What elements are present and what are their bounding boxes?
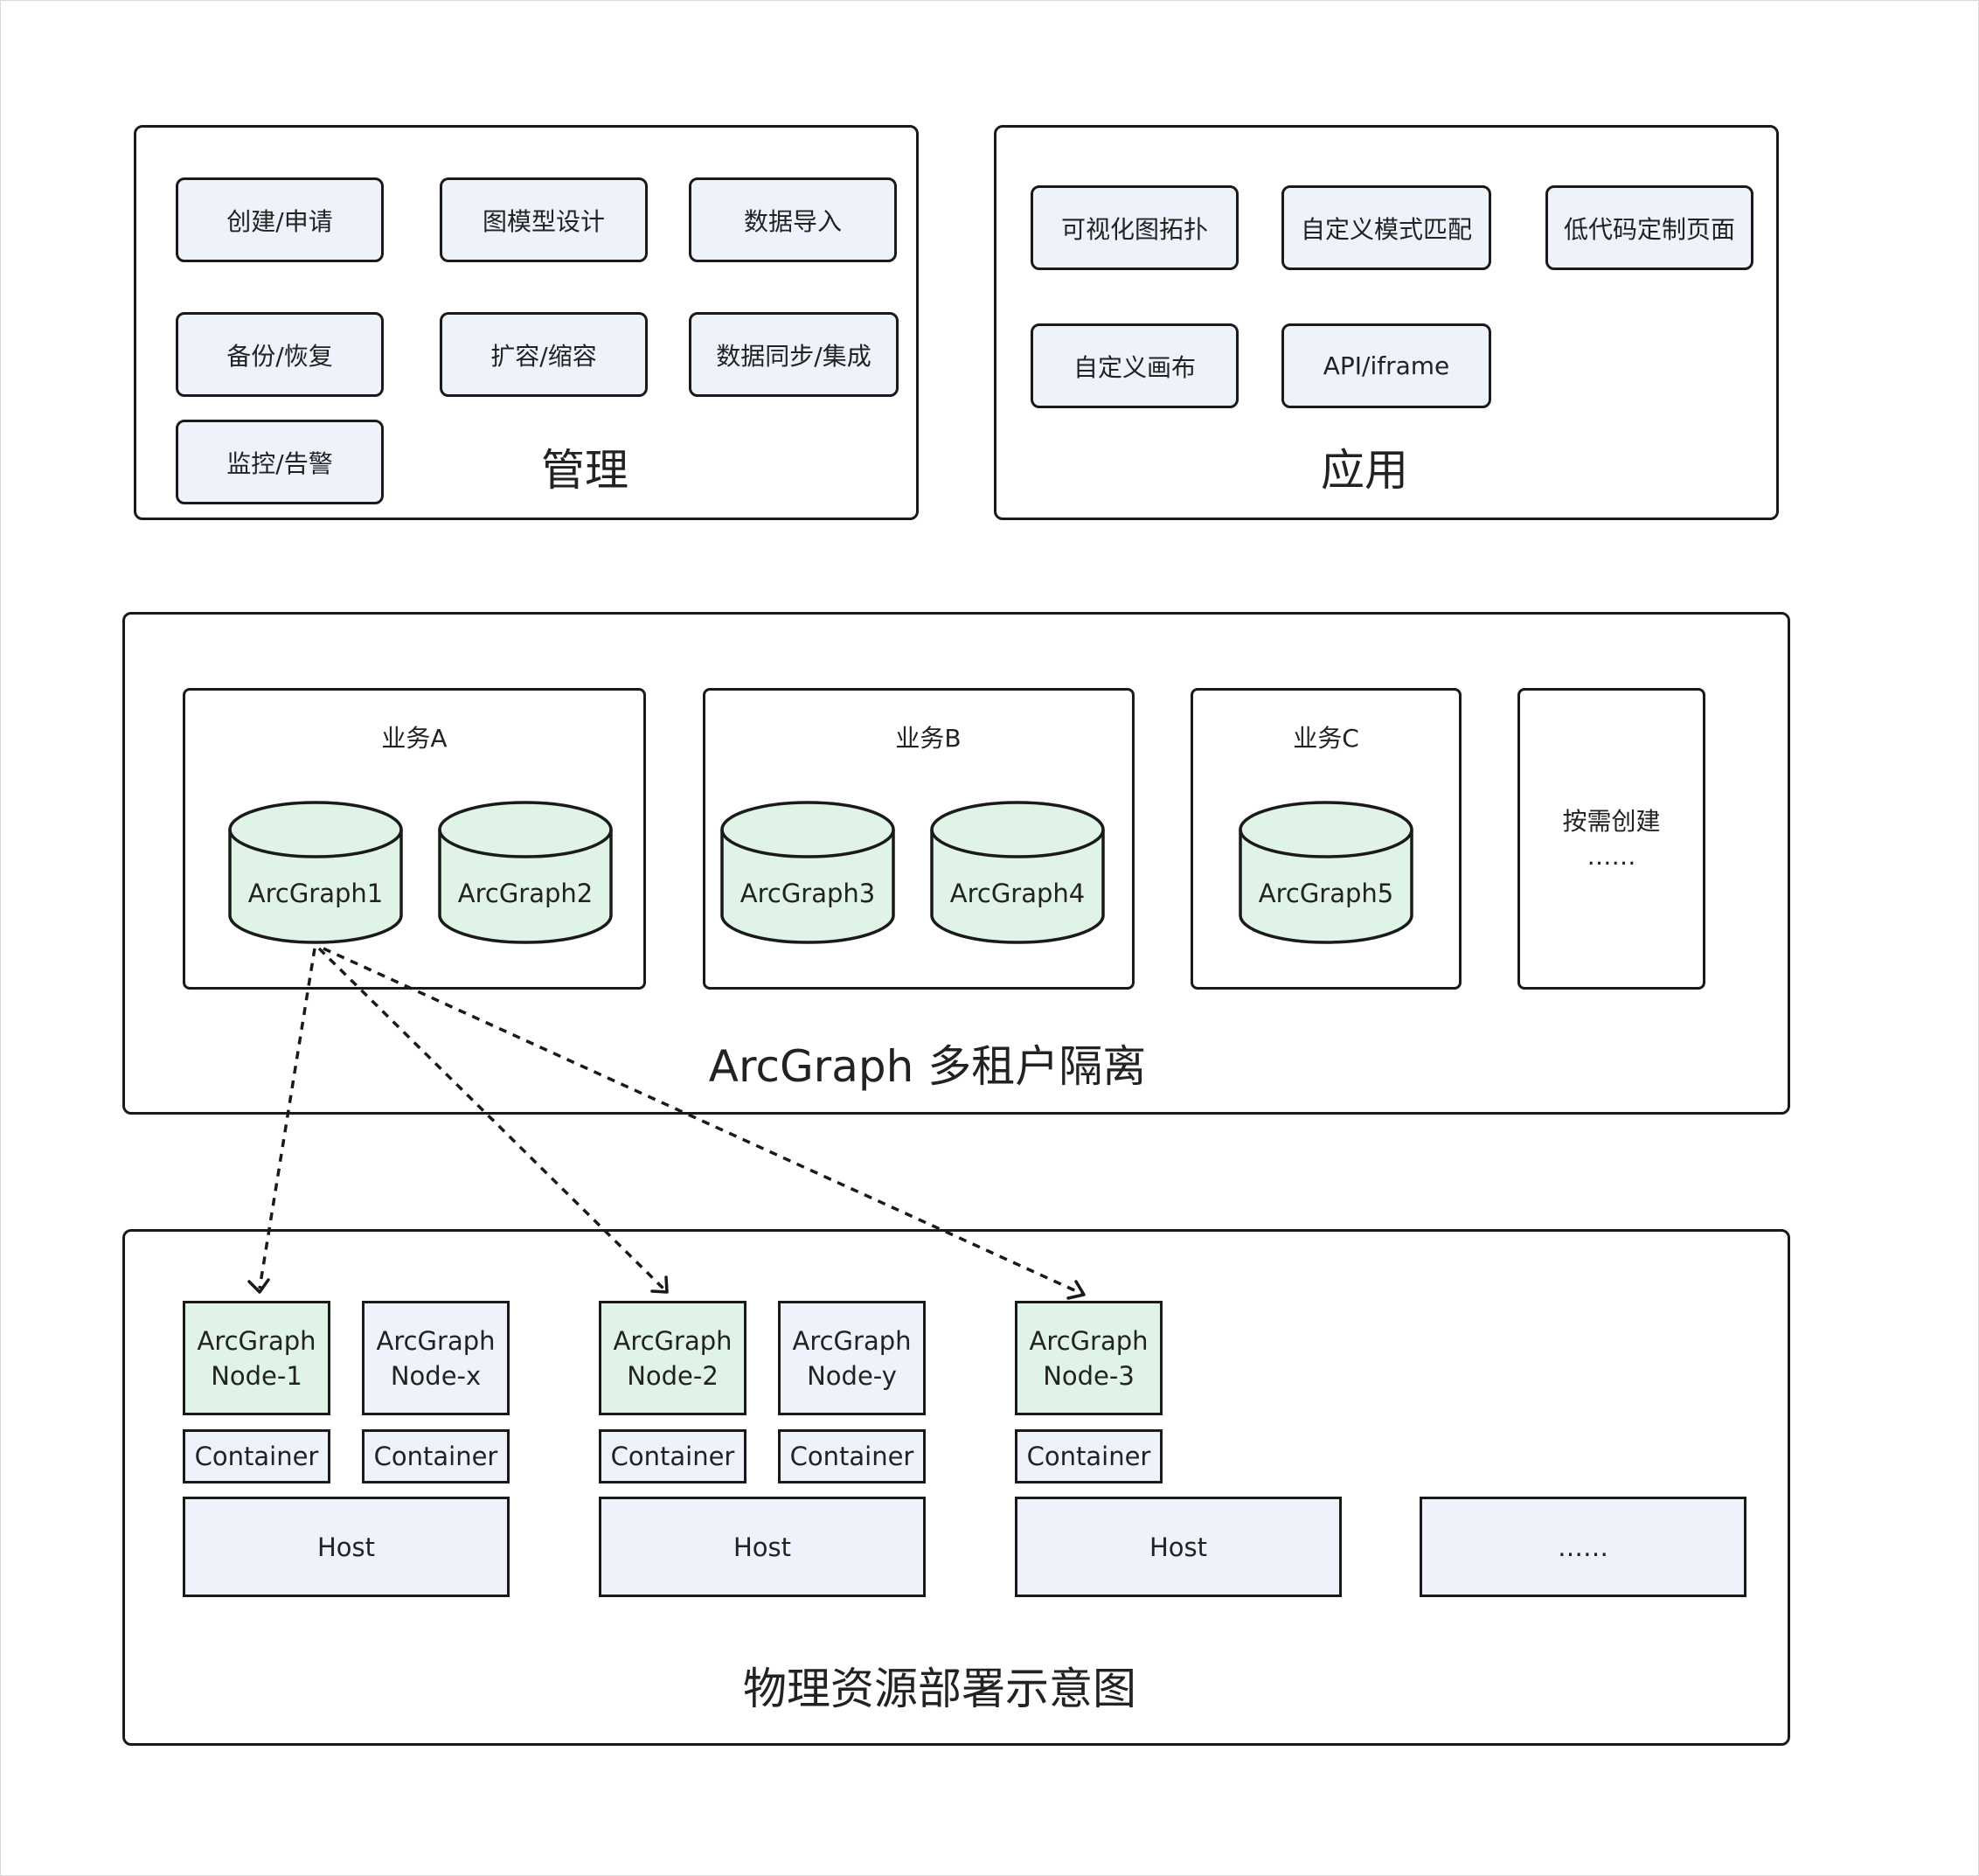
- app-item-lowcode: 低代码定制页面: [1545, 185, 1753, 270]
- graph-db-2-label: ArcGraph2: [457, 879, 594, 908]
- on-demand-label: 按需创建: [1562, 806, 1661, 836]
- node-1: ArcGraph Node-1: [183, 1301, 330, 1415]
- tenancy-title: ArcGraph 多租户隔离: [708, 1041, 1147, 1092]
- mgmt-item-graph-model: 图模型设计: [440, 177, 648, 262]
- cylinder-icon: [930, 801, 1105, 944]
- host-more: ……: [1420, 1497, 1746, 1597]
- node-y: ArcGraph Node-y: [778, 1301, 926, 1415]
- business-b-label: 业务B: [895, 724, 962, 753]
- mgmt-item-backup: 备份/恢复: [176, 312, 384, 397]
- node-x: ArcGraph Node-x: [362, 1301, 510, 1415]
- cylinder-icon: [438, 801, 613, 944]
- host-1: Host: [183, 1497, 510, 1597]
- graph-db-5: ArcGraph5: [1238, 800, 1414, 945]
- graph-db-2: ArcGraph2: [437, 800, 614, 945]
- graph-db-5-label: ArcGraph5: [1258, 879, 1394, 908]
- container-2: Container: [599, 1429, 746, 1483]
- node-2: ArcGraph Node-2: [599, 1301, 746, 1415]
- app-item-api: API/iframe: [1281, 323, 1491, 408]
- graph-db-1-label: ArcGraph1: [247, 879, 384, 908]
- physical-title: 物理资源部署示意图: [743, 1664, 1136, 1714]
- business-a-label: 业务A: [381, 724, 448, 753]
- host-3: Host: [1015, 1497, 1342, 1597]
- mgmt-item-sync: 数据同步/集成: [689, 312, 899, 397]
- container-1: Container: [183, 1429, 330, 1483]
- cylinder-icon: [228, 801, 403, 944]
- business-c-label: 业务C: [1293, 724, 1359, 753]
- app-item-topology: 可视化图拓扑: [1031, 185, 1239, 270]
- mgmt-item-scale: 扩容/缩容: [440, 312, 648, 397]
- mgmt-item-create: 创建/申请: [176, 177, 384, 262]
- graph-db-1: ArcGraph1: [227, 800, 404, 945]
- graph-db-4-label: ArcGraph4: [949, 879, 1086, 908]
- graph-db-3-label: ArcGraph3: [740, 879, 876, 908]
- graph-db-4: ArcGraph4: [929, 800, 1106, 945]
- cylinder-icon: [720, 801, 895, 944]
- mgmt-item-data-import: 数据导入: [689, 177, 897, 262]
- cylinder-icon: [1239, 801, 1413, 944]
- mgmt-item-monitor: 监控/告警: [176, 420, 384, 504]
- host-2: Host: [599, 1497, 926, 1597]
- on-demand-ellipsis: ……: [1587, 841, 1636, 871]
- node-3: ArcGraph Node-3: [1015, 1301, 1163, 1415]
- app-item-pattern-match: 自定义模式匹配: [1281, 185, 1491, 270]
- graph-db-3: ArcGraph3: [719, 800, 896, 945]
- application-title: 应用: [1321, 445, 1408, 496]
- container-y: Container: [778, 1429, 926, 1483]
- management-title: 管理: [541, 445, 628, 496]
- container-3: Container: [1015, 1429, 1163, 1483]
- container-x: Container: [362, 1429, 510, 1483]
- app-item-canvas: 自定义画布: [1031, 323, 1239, 408]
- on-demand-box: 按需创建 ……: [1517, 688, 1705, 990]
